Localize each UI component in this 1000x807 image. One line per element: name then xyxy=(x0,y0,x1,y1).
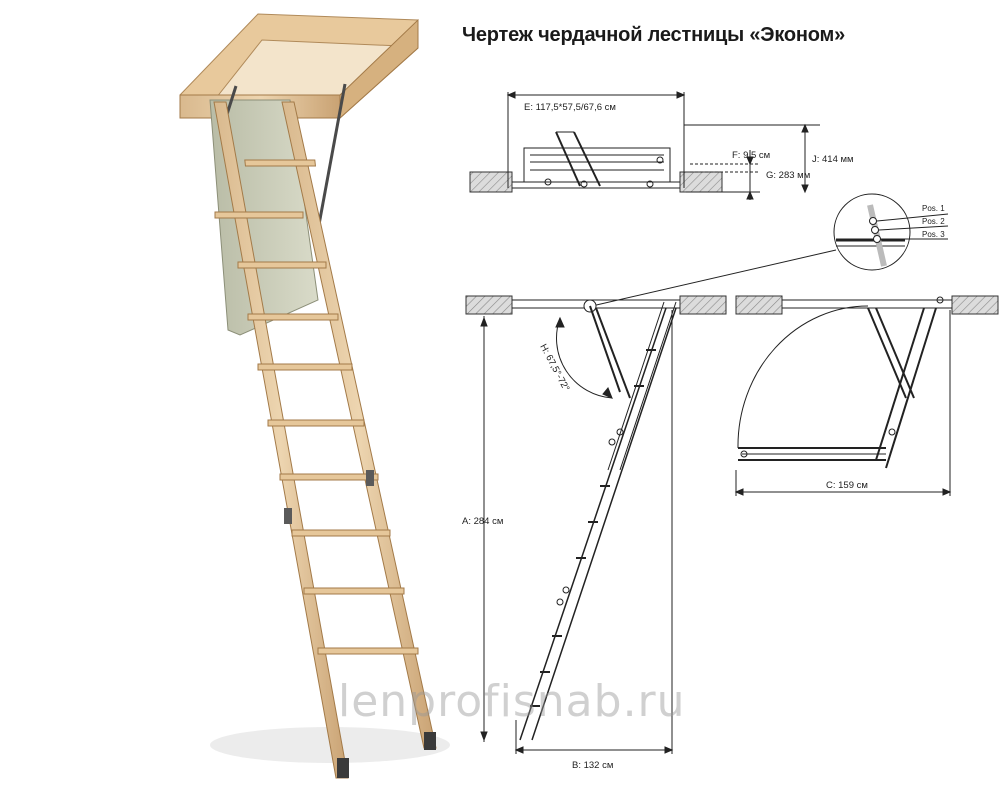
pos-3-label: Pos. 3 xyxy=(922,230,945,239)
pos-1-label: Pos. 1 xyxy=(922,204,945,213)
dim-f-label: F: 9,5 см xyxy=(732,150,770,161)
position-detail xyxy=(591,193,949,307)
dim-g-label: G: 283 мм xyxy=(766,170,810,181)
dim-e-label: E: 117,5*57,5/67,6 см xyxy=(524,102,616,113)
dim-b-label: B: 132 см xyxy=(572,760,613,771)
ladder-photo xyxy=(179,13,450,779)
dim-j-label: J: 414 мм xyxy=(812,154,854,165)
open-ladder-drawing xyxy=(465,295,727,754)
pos-2-label: Pos. 2 xyxy=(922,217,945,226)
watermark: lenprofisnab.ru xyxy=(338,676,686,727)
top-view-drawing xyxy=(469,91,820,200)
swing-drawing xyxy=(734,295,999,496)
dim-c-label: C: 159 см xyxy=(826,480,868,491)
dim-a-label: A: 284 см xyxy=(462,516,503,527)
dim-h-label: H: 67,5°-72° xyxy=(537,342,571,393)
diagram-title: Чертеж чердачной лестницы «Эконом» xyxy=(462,24,846,46)
